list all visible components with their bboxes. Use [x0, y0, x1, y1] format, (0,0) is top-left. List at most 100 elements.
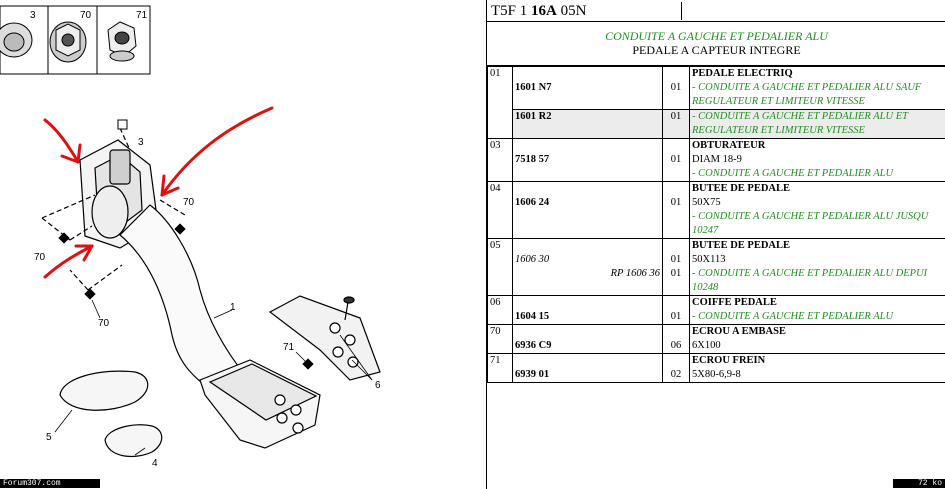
flanged-nut-icon [49, 21, 87, 63]
description-cell: BUTEE DE PEDALE 50X113 - CONDUITE A GAUCHE… [689, 238, 945, 296]
parts-catalog-panel: T5F 1 16A 05N CONDUITE A GAUCHE ET PEDAL… [486, 0, 945, 489]
applicability-note: - CONDUITE A GAUCHE ET PEDALIER ALU ET [692, 111, 908, 122]
applicability-note: 10248 [692, 282, 719, 293]
part-name: OBTURATEUR [692, 140, 766, 151]
table-row: 71 6939 01 02 ECROU FREIN 5X80-6,9-8 [487, 353, 945, 383]
description-cell: ECROU FREIN 5X80-6,9-8 [689, 353, 945, 383]
callout-1: 1 [230, 302, 236, 313]
quantity-value: 02 [670, 369, 682, 380]
part-reference-link[interactable]: 7518 57 [515, 154, 550, 165]
part-reference-link[interactable]: 6936 C9 [515, 340, 552, 351]
table-row: 03 7518 57 01 OBTURATEUR DIAM 18-9 - CONDUI… [487, 138, 945, 182]
accelerator-pedal-drawing [41, 127, 381, 458]
quantity-cell: 02 [662, 353, 690, 383]
part-spec: 6X100 [692, 340, 721, 351]
position-cell: 03 [487, 138, 513, 182]
quantity-value: 01 [670, 82, 682, 93]
callout-6: 6 [375, 380, 381, 391]
reference-cell: 6936 C9 [512, 324, 663, 354]
quantity-value: 01 [670, 154, 682, 165]
parts-table: 01 1601 N7 01 PEDALE ELECTRIQ - CONDUITE A… [487, 66, 945, 383]
table-row: 01 1601 N7 01 PEDALE ELECTRIQ - CONDUITE A… [487, 66, 945, 139]
reference-cell: 1606 24 [512, 181, 663, 239]
thumb-label-3: 3 [30, 10, 36, 21]
reference-cell: 1604 15 [512, 295, 663, 325]
callout-70-a: 70 [183, 197, 195, 208]
applicability-note: - CONDUITE A GAUCHE ET PEDALIER ALU JUSQ… [692, 211, 929, 222]
position-cell: 71 [487, 353, 513, 383]
section-title-variant: CONDUITE A GAUCHE ET PEDALIER ALU [605, 29, 828, 43]
part-spec: 50X75 [692, 197, 721, 208]
catalog-code-prefix: T5F 1 [491, 3, 532, 19]
thumb-label-71: 71 [136, 10, 148, 21]
exploded-parts-diagram: 3 70 71 [0, 5, 381, 469]
position-cell: 06 [487, 295, 513, 325]
part-reference-link[interactable]: 1601 N7 [515, 82, 552, 93]
catalog-code-suffix: 05N [556, 3, 587, 19]
applicability-note: - CONDUITE A GAUCHE ET PEDALIER ALU [692, 168, 894, 179]
applicability-note: - CONDUITE A GAUCHE ET PEDALIER ALU [692, 311, 894, 322]
lock-nut-icon [107, 21, 137, 62]
plug-cap-icon [0, 22, 33, 58]
table-row: 1601 R2 01 - CONDUITE A GAUCHE ET PEDALIER… [487, 109, 945, 139]
quantity-cell: 06 [662, 324, 690, 354]
quantity-cell: 01 [662, 138, 690, 182]
part-spec: 5X80-6,9-8 [692, 369, 741, 380]
position-cell: 01 [487, 66, 513, 139]
reference-cell: 1601 R2 [512, 109, 663, 139]
catalog-code: T5F 1 16A 05N [489, 2, 682, 20]
table-row: 06 1604 15 01 COIFFE PEDALE - CONDUITE A G… [487, 295, 945, 325]
part-spec: DIAM 18-9 [692, 154, 742, 165]
quantity-value: 01 [670, 197, 682, 208]
part-name: BUTEE DE PEDALE [692, 240, 791, 251]
quantity-value: 06 [670, 340, 682, 351]
callout-4: 4 [152, 458, 158, 469]
reference-cell: 1606 30 RP 1606 36 [512, 238, 663, 296]
applicability-note: REGULATEUR ET LIMITEUR VITESSE [692, 125, 865, 136]
part-spec: 50X113 [692, 254, 726, 265]
quantity-cell: 01 [662, 109, 690, 139]
description-cell: COIFFE PEDALE - CONDUITE A GAUCHE ET PEDA… [689, 295, 945, 325]
section-title-main: PEDALE A CAPTEUR INTEGRE [632, 43, 801, 57]
part-name: ECROU A EMBASE [692, 326, 786, 337]
quantity-value: 01 [670, 111, 682, 122]
callout-3: 3 [138, 137, 144, 148]
quantity-cell: 01 [662, 66, 690, 110]
part-reference-link[interactable]: 1604 15 [515, 311, 550, 322]
quantity-value: 01 [670, 311, 682, 322]
quantity-value: 01 [670, 268, 682, 279]
position-cell: 04 [487, 181, 513, 239]
description-cell: OBTURATEUR DIAM 18-9 - CONDUITE A GAUCHE E… [689, 138, 945, 182]
position-cell: 05 [487, 238, 513, 296]
red-annotation-arrows [43, 106, 274, 279]
applicability-note: REGULATEUR ET LIMITEUR VITESSE [692, 96, 865, 107]
callout-71: 71 [283, 342, 295, 353]
description-cell: - CONDUITE A GAUCHE ET PEDALIER ALU ET RE… [689, 109, 945, 139]
callout-70-b: 70 [34, 252, 46, 263]
quantity-cell: 01 [662, 181, 690, 239]
reference-cell: 7518 57 [512, 138, 663, 182]
part-reference-link[interactable]: 1601 R2 [515, 111, 552, 122]
applicability-note: - CONDUITE A GAUCHE ET PEDALIER ALU SAUF [692, 82, 922, 93]
replacement-reference: RP 1606 36 [610, 268, 660, 279]
callout-70-c: 70 [98, 318, 110, 329]
part-reference-link[interactable]: 1606 24 [515, 197, 550, 208]
applicability-note: 10247 [692, 225, 719, 236]
part-name: ECROU FREIN [692, 355, 766, 366]
part-reference-link[interactable]: 1606 30 [515, 254, 550, 265]
file-size-label: 72 ko [893, 479, 945, 488]
part-name: PEDALE ELECTRIQ [692, 68, 793, 79]
quantity-value: 01 [670, 254, 682, 265]
table-row: 70 6936 C9 06 ECROU A EMBASE 6X100 [487, 324, 945, 354]
position-cell: 70 [487, 324, 513, 354]
description-cell: PEDALE ELECTRIQ - CONDUITE A GAUCHE ET PE… [689, 66, 945, 110]
applicability-note: - CONDUITE A GAUCHE ET PEDALIER ALU DEPU… [692, 268, 928, 279]
part-name: COIFFE PEDALE [692, 297, 777, 308]
section-title: CONDUITE A GAUCHE ET PEDALIER ALU PEDALE… [487, 21, 945, 66]
part-thumbnails [0, 5, 151, 75]
quantity-cell: 01 [662, 295, 690, 325]
part-reference-link[interactable]: 6939 01 [515, 369, 550, 380]
